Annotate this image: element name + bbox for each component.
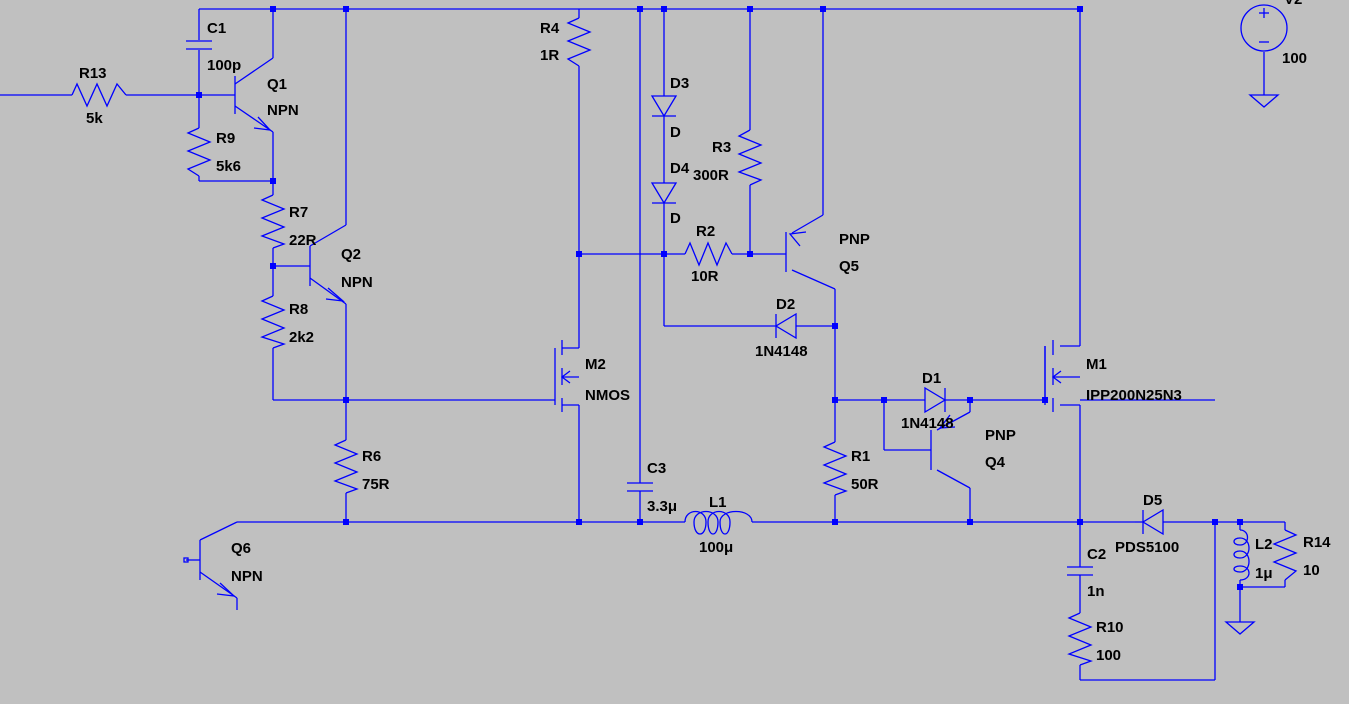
- mosfet-m1-symbol: [1044, 340, 1080, 412]
- r10-ref-label: R10: [1096, 619, 1124, 636]
- diode-d3-symbol: [650, 95, 678, 118]
- c3-value-label: 3.3μ: [647, 498, 677, 515]
- r8-value-label: 2k2: [289, 329, 314, 346]
- r14-ref-label: R14: [1303, 534, 1331, 551]
- resistor-r4-symbol: [566, 17, 592, 67]
- transistor-q2-symbol: [309, 246, 347, 305]
- c3-ref-label: C3: [647, 460, 666, 477]
- r6-ref-label: R6: [362, 448, 381, 465]
- l2-ref-label: L2: [1255, 536, 1273, 553]
- q2-ref-label: Q2: [341, 246, 361, 263]
- resistor-r10-symbol: [1067, 612, 1094, 666]
- m2-value-label: NMOS: [585, 387, 630, 404]
- m1-ref-label: M1: [1086, 356, 1107, 373]
- q5-ref-label: Q5: [839, 258, 859, 275]
- transistor-q5-symbol: [785, 231, 807, 272]
- v2-ref-label: V2: [1284, 0, 1302, 8]
- transistor-q6-symbol: [183, 540, 238, 610]
- d4-ref-label: D4: [670, 160, 690, 177]
- resistor-r6-symbol: [333, 439, 359, 494]
- v2-value-label: 100: [1282, 50, 1307, 67]
- r10-value-label: 100: [1096, 647, 1121, 664]
- component-labels: C1 100p R13 5k Q1 NPN R9 5k6 R7 22R Q2 N…: [79, 0, 1331, 664]
- r3-value-label: 300R: [693, 167, 729, 184]
- diode-d5-symbol: [1135, 508, 1164, 536]
- r9-value-label: 5k6: [216, 158, 241, 175]
- r2-ref-label: R2: [696, 223, 715, 240]
- capacitor-c2-symbol: [1067, 566, 1093, 576]
- r7-value-label: 22R: [289, 232, 317, 249]
- q4-value-label: PNP: [985, 427, 1016, 444]
- l1-ref-label: L1: [709, 494, 727, 511]
- q1-ref-label: Q1: [267, 76, 287, 93]
- d5-value-label: PDS5100: [1115, 539, 1179, 556]
- c2-value-label: 1n: [1087, 583, 1105, 600]
- c2-ref-label: C2: [1087, 546, 1106, 563]
- d5-ref-label: D5: [1143, 492, 1162, 509]
- r14-value-label: 10: [1303, 562, 1320, 579]
- q6-value-label: NPN: [231, 568, 263, 585]
- resistor-r3-symbol: [737, 129, 763, 186]
- resistor-r1-symbol: [822, 441, 848, 496]
- capacitor-c3-symbol: [627, 482, 653, 492]
- r3-ref-label: R3: [712, 139, 731, 156]
- r9-ref-label: R9: [216, 130, 235, 147]
- transistor-q1-symbol: [234, 57, 274, 133]
- r13-ref-label: R13: [79, 65, 107, 82]
- junction-dots: [196, 6, 1243, 590]
- l1-value-label: 100μ: [699, 539, 733, 556]
- mosfet-m2-symbol: [554, 340, 579, 412]
- d3-ref-label: D3: [670, 75, 689, 92]
- resistor-r7-symbol: [260, 194, 286, 249]
- r1-value-label: 50R: [851, 476, 879, 493]
- r7-ref-label: R7: [289, 204, 308, 221]
- r8-ref-label: R8: [289, 301, 308, 318]
- r1-ref-label: R1: [851, 448, 870, 465]
- q2-value-label: NPN: [341, 274, 373, 291]
- q5-value-label: PNP: [839, 231, 870, 248]
- q4-ref-label: Q4: [985, 454, 1006, 471]
- resistor-r13-symbol: [71, 82, 127, 108]
- wires: [0, 8, 1286, 681]
- d2-value-label: 1N4148: [755, 343, 808, 360]
- m2-ref-label: M2: [585, 356, 606, 373]
- d1-value-label: 1N4148: [901, 415, 954, 432]
- r4-value-label: 1R: [540, 47, 559, 64]
- resistor-r2-symbol: [684, 241, 733, 267]
- d3-value-label: D: [670, 124, 681, 141]
- diode-d2-symbol: [774, 312, 797, 340]
- c1-value-label: 100p: [207, 57, 241, 74]
- l2-value-label: 1μ: [1255, 565, 1273, 582]
- d1-ref-label: D1: [922, 370, 941, 387]
- m1-value-label: IPP200N25N3: [1086, 387, 1182, 404]
- resistor-r9-symbol: [186, 127, 212, 177]
- capacitor-c1-symbol: [186, 40, 212, 50]
- transistor-q4-symbol: [930, 414, 956, 470]
- r13-value-label: 5k: [86, 110, 103, 127]
- diode-d4-symbol: [650, 182, 678, 205]
- d4-value-label: D: [670, 210, 681, 227]
- diode-d1-symbol: [924, 386, 947, 414]
- c1-ref-label: C1: [207, 20, 226, 37]
- resistor-r14-symbol: [1272, 529, 1298, 581]
- r6-value-label: 75R: [362, 476, 390, 493]
- inductor-l2-symbol: [1224, 529, 1256, 635]
- voltage-source-v2-symbol: [1240, 4, 1288, 108]
- r4-ref-label: R4: [540, 20, 560, 37]
- d2-ref-label: D2: [776, 296, 795, 313]
- inductor-l1-symbol: [684, 510, 753, 535]
- resistor-r8-symbol: [260, 295, 287, 349]
- q1-value-label: NPN: [267, 102, 299, 119]
- q6-ref-label: Q6: [231, 540, 251, 557]
- r2-value-label: 10R: [691, 268, 719, 285]
